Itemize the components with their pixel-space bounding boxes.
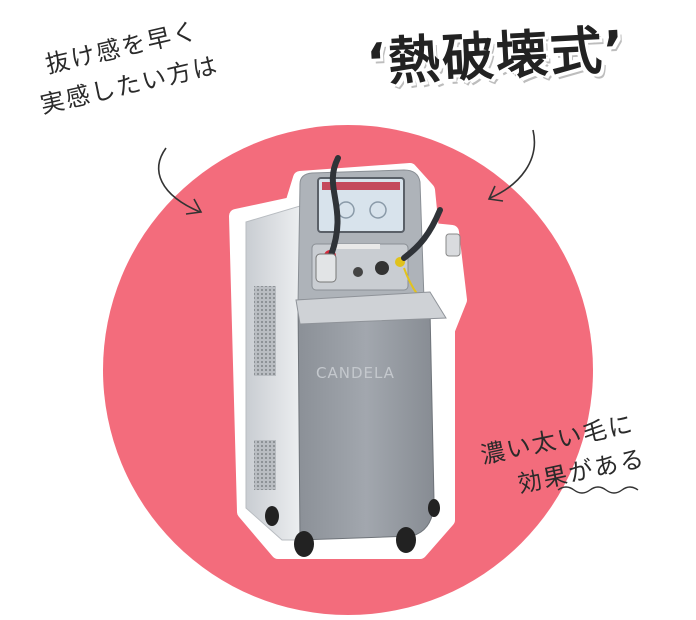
wheel-front-left xyxy=(294,531,314,557)
shelf xyxy=(295,291,447,325)
device-front xyxy=(297,293,435,541)
handpiece-cable-left xyxy=(327,155,341,261)
handpiece-holder xyxy=(445,233,461,257)
handpiece-left xyxy=(315,253,337,283)
wheel-front-right xyxy=(396,527,416,553)
side-vent xyxy=(254,286,276,376)
device-brand: CANDELA xyxy=(316,364,395,382)
arrow-right-head xyxy=(487,185,504,202)
key-switch xyxy=(353,267,363,277)
side-vent-lower xyxy=(254,440,276,490)
wheel-back-right xyxy=(428,499,440,517)
arrow-left xyxy=(157,147,201,213)
fiber-port xyxy=(375,261,389,275)
wavy-line xyxy=(557,486,639,494)
handpiece-cable-right xyxy=(401,207,443,261)
arrow-left-head xyxy=(185,198,203,215)
title: ‘熱破壊式’ xyxy=(364,20,628,94)
wheel-back-left xyxy=(265,506,279,526)
arrow-right xyxy=(489,129,536,199)
